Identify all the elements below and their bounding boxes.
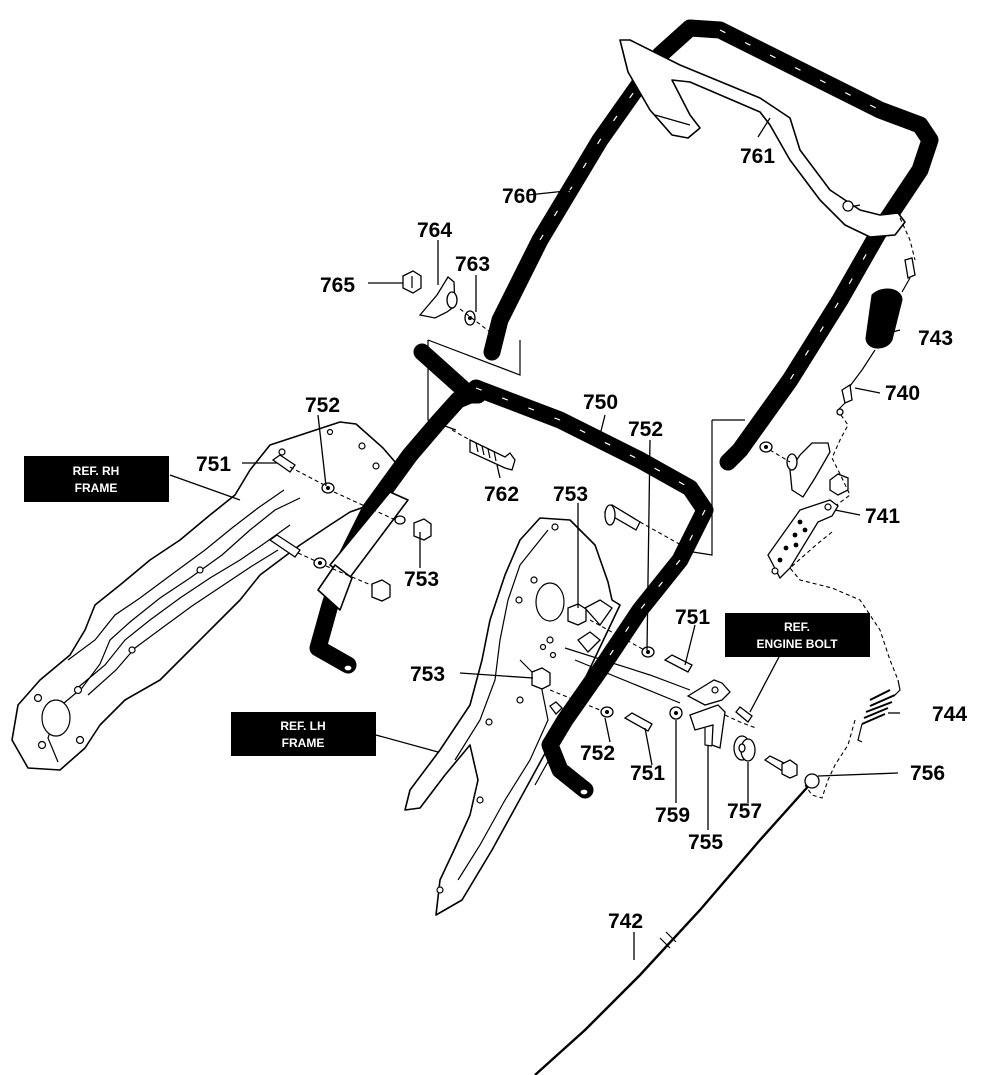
callout-762: 762	[484, 483, 519, 506]
carriage-bolt-762	[451, 429, 516, 471]
callout-742: 742	[608, 910, 643, 933]
callout-757: 757	[727, 800, 762, 823]
callout-743: 743	[918, 327, 953, 350]
callout-744: 744	[932, 703, 967, 726]
callout-756: 756	[910, 762, 945, 785]
callout-761: 761	[740, 145, 775, 168]
ref-rh-frame-line1: REF. RH	[73, 464, 120, 478]
explode-box-left	[427, 339, 521, 431]
callout-764: 764	[417, 219, 452, 242]
knob-hardware-right	[759, 441, 849, 498]
lower-handle	[309, 343, 714, 799]
callout-753c: 753	[410, 663, 445, 686]
callout-752a: 752	[305, 394, 340, 417]
explode-box-right	[679, 419, 745, 556]
callout-752c: 752	[580, 742, 615, 765]
ref-lh-frame-line1: REF. LH	[280, 719, 325, 733]
callout-751b: 751	[675, 606, 710, 629]
callout-753a: 753	[553, 483, 588, 506]
leader-lines	[169, 117, 901, 960]
lh-hardware	[531, 603, 693, 732]
control-cable	[534, 217, 916, 1075]
callout-741: 741	[865, 505, 900, 528]
callout-763: 763	[455, 253, 490, 276]
ref-rh-frame-label: REF. RH FRAME	[24, 456, 169, 502]
callout-752b: 752	[628, 418, 663, 441]
callout-750: 750	[583, 391, 618, 414]
ref-engine-bolt-label: REF. ENGINE BOLT	[725, 613, 870, 657]
ref-engine-bolt-line1: REF.	[784, 620, 810, 634]
ref-rh-frame-line2: FRAME	[75, 481, 118, 495]
upper-handle	[483, 19, 939, 471]
spring-744	[857, 679, 901, 743]
callout-751a: 751	[196, 453, 231, 476]
callout-765: 765	[320, 274, 355, 297]
callout-751c: 751	[630, 762, 665, 785]
ref-lh-frame-label: REF. LH FRAME	[231, 712, 376, 756]
callout-759: 759	[655, 804, 690, 827]
callout-755: 755	[688, 831, 723, 854]
part-callouts: 761 760 764 763 765 743 740 750 752 752 …	[196, 145, 967, 933]
lh-frame	[404, 517, 621, 916]
callout-740: 740	[885, 382, 920, 405]
carriage-bolt-right	[603, 504, 691, 551]
ref-engine-bolt-line2: ENGINE BOLT	[756, 637, 838, 651]
callout-753b: 753	[404, 568, 439, 591]
control-bail	[619, 39, 906, 238]
knob-hardware-left	[402, 270, 495, 336]
ref-lh-frame-line2: FRAME	[282, 736, 325, 750]
idler-assembly	[564, 647, 798, 779]
rh-hardware	[268, 454, 432, 602]
cable-bracket-741	[767, 499, 839, 580]
callout-760: 760	[502, 185, 537, 208]
